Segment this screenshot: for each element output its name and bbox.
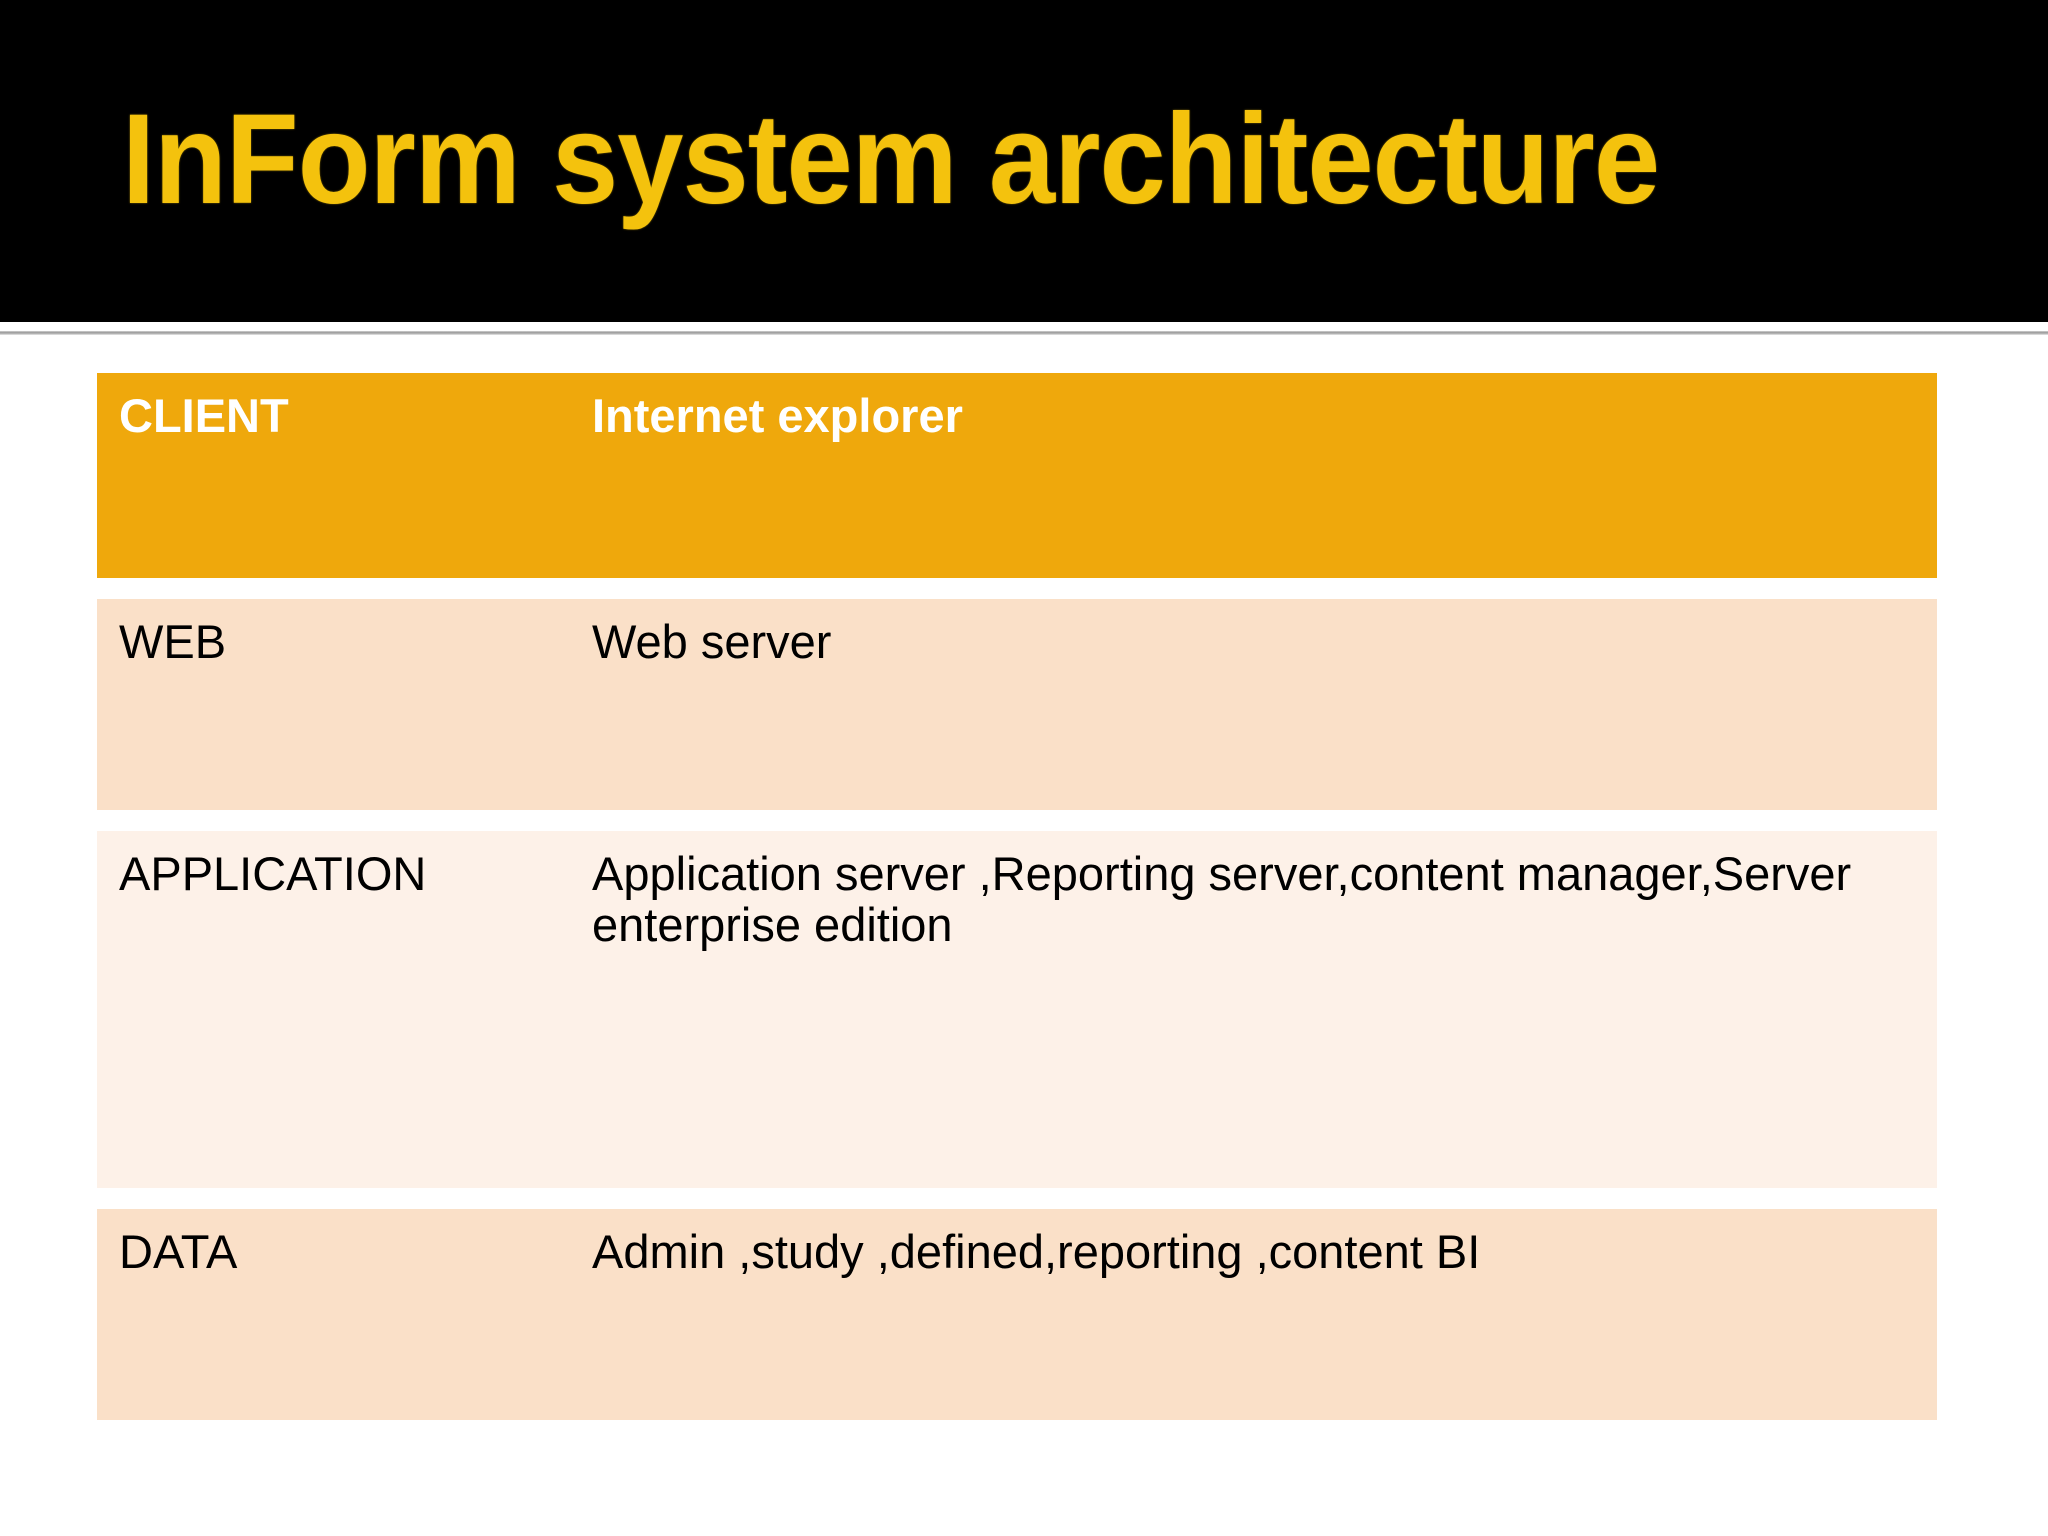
row-separator [97, 1188, 1937, 1209]
row-separator [97, 810, 1937, 831]
row-separator-left [97, 578, 570, 599]
table-header-components-label: Internet explorer [592, 389, 963, 442]
row-separator [97, 578, 1937, 599]
row-data-layer-cell: DATA [97, 1209, 570, 1420]
row-separator-left [97, 810, 570, 831]
row-separator-right [570, 578, 1937, 599]
architecture-table: CLIENT Internet explorer WEB Web server [97, 373, 1937, 1420]
row-data-components-label: Admin ,study ,defined,reporting ,content… [592, 1225, 1481, 1278]
row-web-layer-cell: WEB [97, 599, 570, 810]
table-row: WEB Web server [97, 599, 1937, 810]
table-header-row: CLIENT Internet explorer [97, 373, 1937, 578]
table-header-layer-cell: CLIENT [97, 373, 570, 578]
row-web-layer-label: WEB [119, 615, 227, 668]
row-web-components-label: Web server [592, 615, 832, 668]
row-separator-right [570, 1188, 1937, 1209]
title-divider [0, 331, 2048, 335]
page-title: InForm system architecture [122, 88, 1660, 231]
title-band: InForm system architecture [0, 0, 2048, 322]
table-row: APPLICATION Application server ,Reportin… [97, 831, 1937, 1188]
table-header-layer-label: CLIENT [119, 389, 289, 442]
row-separator-right [570, 810, 1937, 831]
table-row: DATA Admin ,study ,defined,reporting ,co… [97, 1209, 1937, 1420]
table-header-components-cell: Internet explorer [570, 373, 1937, 578]
row-application-layer-cell: APPLICATION [97, 831, 570, 1188]
row-web-components-cell: Web server [570, 599, 1937, 810]
row-data-components-cell: Admin ,study ,defined,reporting ,content… [570, 1209, 1937, 1420]
row-application-layer-label: APPLICATION [119, 847, 427, 900]
row-data-layer-label: DATA [119, 1225, 238, 1278]
row-application-components-label: Application server ,Reporting server,con… [592, 847, 1852, 951]
row-separator-left [97, 1188, 570, 1209]
row-application-components-cell: Application server ,Reporting server,con… [570, 831, 1937, 1188]
